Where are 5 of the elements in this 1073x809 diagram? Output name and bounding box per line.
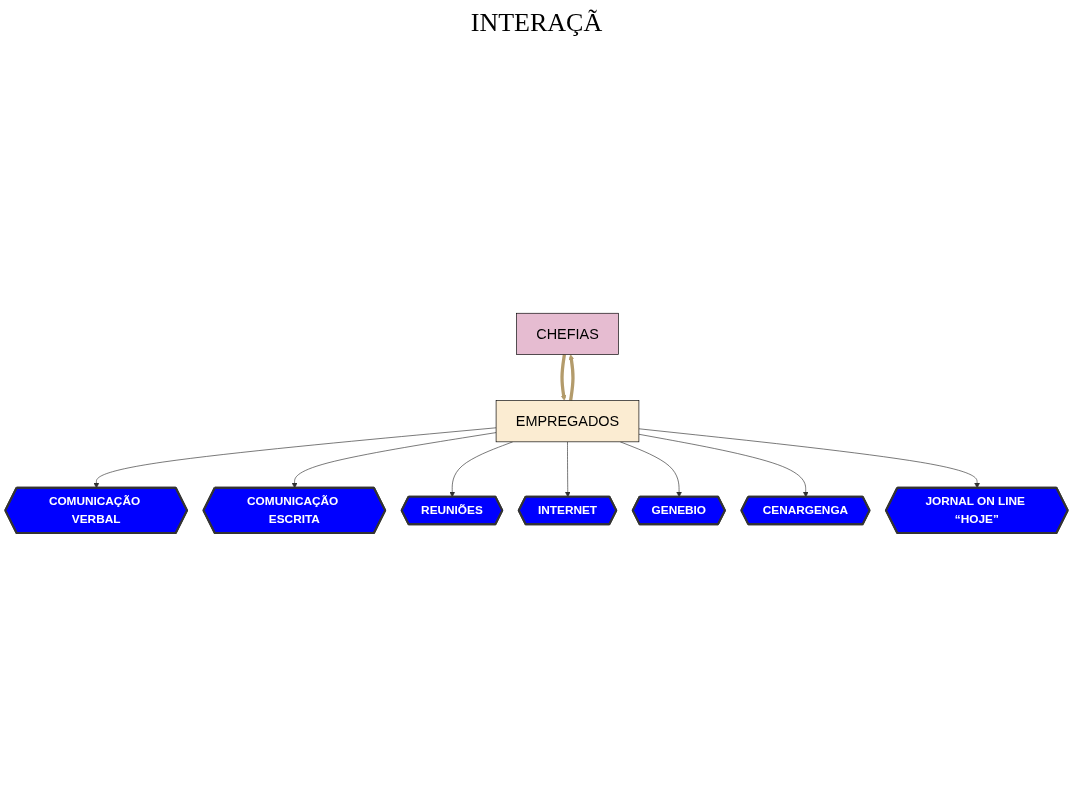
node-box: CHEFIAS [516,313,619,356]
label-text: INTERAÇÃ [470,8,603,37]
arrow [568,354,575,402]
node-box: EMPREGADOS [495,400,640,443]
arrow [560,354,567,402]
